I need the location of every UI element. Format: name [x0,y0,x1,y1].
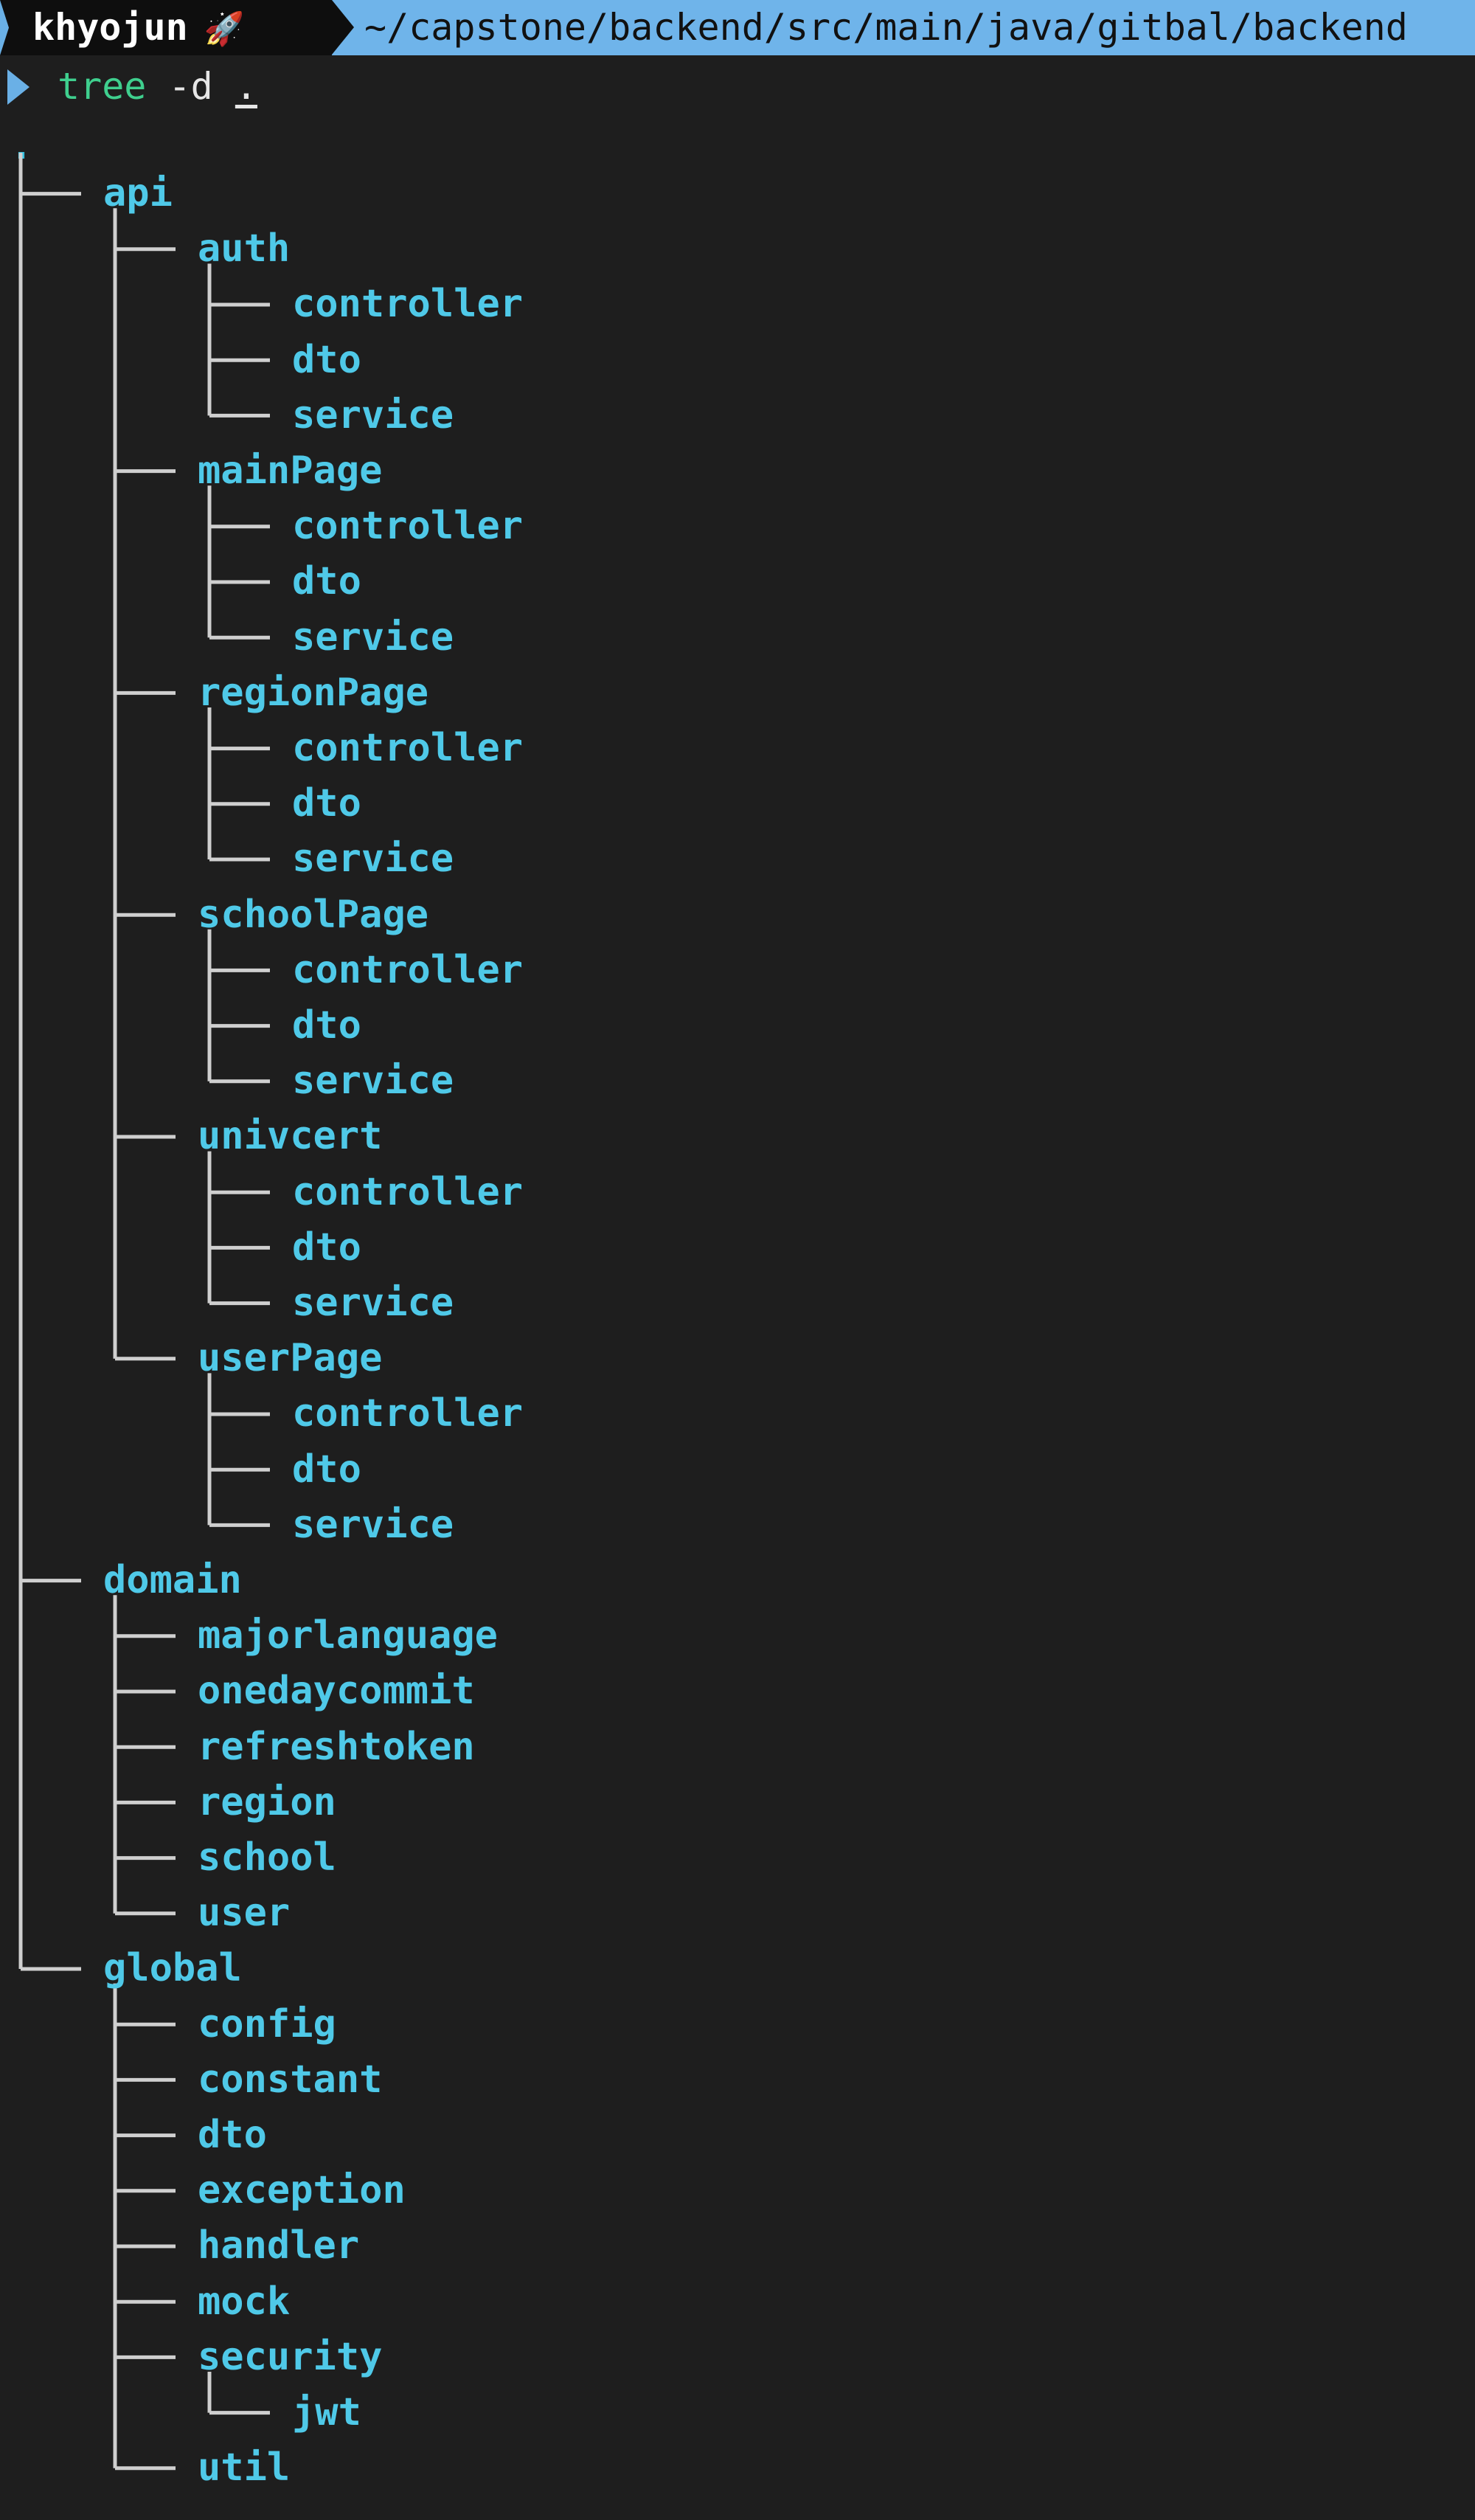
prompt-path: ~/capstone/backend/src/main/java/gitbal/… [364,6,1408,49]
tree-directory: schoolPage [198,892,429,937]
command-args: -d [168,65,213,108]
tree-directory: security [198,2334,383,2379]
command-name: tree [58,65,147,108]
tree-directory: api [103,171,173,215]
tree-directory: service [292,615,454,660]
tree-directory: controller [292,282,524,327]
tree-directory: controller [292,726,524,770]
tree-directory: service [292,1059,454,1104]
tree-directory: controller [292,504,524,549]
tree-directory: service [292,392,454,437]
tree-directory: service [292,1281,454,1325]
tree-directory: regionPage [198,670,429,715]
command-line[interactable]: tree -d . [0,59,1475,114]
tree-directory: controller [292,1391,524,1436]
tree-directory: dto [292,337,361,382]
tree-directory: region [198,1779,336,1824]
prompt-bar: khyojun 🚀 ~/capstone/backend/src/main/jav… [0,0,1475,55]
tree-directory: controller [292,947,524,992]
tree-directory: univcert [198,1114,383,1159]
tree-directory: config [198,2001,336,2046]
prompt-arrow-icon [7,69,30,105]
tree-directory: majorlanguage [198,1613,498,1658]
prompt-user-segment: khyojun 🚀 [0,0,332,55]
command-target: . [235,65,257,108]
tree-directory: dto [198,2113,267,2157]
prompt-path-segment: ~/capstone/backend/src/main/java/gitbal/… [332,0,1475,55]
prompt-separator-arrow [332,0,354,55]
tree-directory: dto [292,781,361,826]
command-text: tree -d . [58,59,257,114]
tree-directory: mainPage [198,449,383,493]
tree-directory: global [103,1946,242,1991]
tree-directory: domain [103,1558,242,1602]
tree-directory: util [198,2445,291,2490]
tree-directory: user [198,1891,291,1936]
tree-directory: jwt [292,2390,361,2434]
tree-directory: constant [198,2057,383,2102]
tree-directory: exception [198,2168,406,2213]
rocket-icon: 🚀 [204,10,245,48]
tree-directory: onedaycommit [198,1669,475,1714]
tree-directory: handler [198,2223,360,2268]
tree-directory: service [292,1502,454,1547]
tree-directory: refreshtoken [198,1724,475,1769]
tree-directory: controller [292,1169,524,1214]
tree-directory: dto [292,1003,361,1048]
tree-directory: dto [292,1225,361,1270]
tree-directory: school [198,1835,336,1880]
tree-directory: service [292,837,454,882]
tree-directory: mock [198,2279,291,2324]
tree-directory: dto [292,559,361,604]
prompt-user: khyojun [32,6,188,49]
tree-directory: dto [292,1447,361,1492]
tree-directory: auth [198,226,291,271]
tree-directory: userPage [198,1336,383,1381]
